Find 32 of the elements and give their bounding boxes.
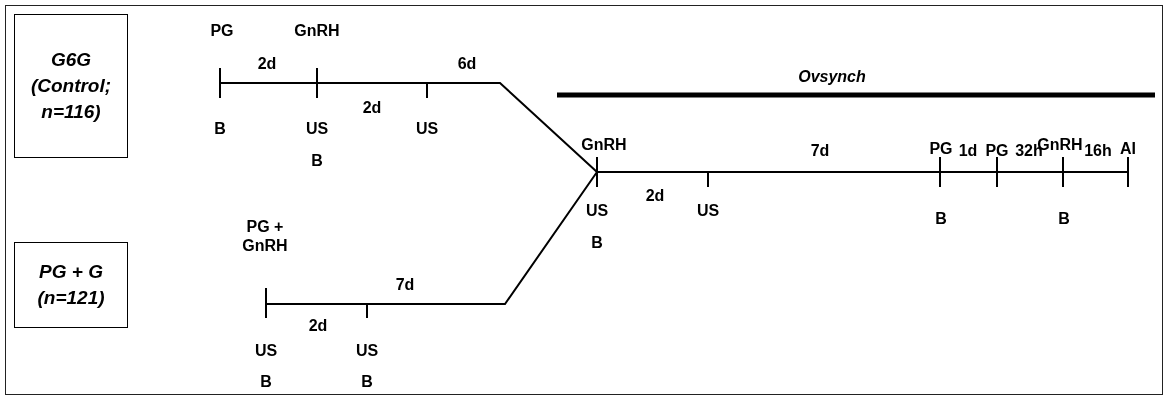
interval-label: 1d — [958, 140, 978, 160]
tick-label: GnRH — [581, 134, 627, 154]
interval-label: 2d — [645, 185, 665, 205]
interval-label: 2d — [257, 53, 277, 73]
tick-label: AI — [1120, 138, 1136, 158]
group-box: PG + G (n=121) — [14, 242, 128, 328]
group-box: G6G (Control; n=116) — [14, 14, 128, 158]
tick-label: PG + GnRH — [242, 217, 288, 255]
tick-label: PG — [985, 140, 1009, 160]
tick-label: B — [361, 371, 373, 391]
tick-label: B — [311, 150, 323, 170]
tick-label: B — [591, 232, 603, 252]
interval-label: 2d — [362, 97, 382, 117]
tick-label: B — [1058, 208, 1070, 228]
tick-label: US — [585, 200, 609, 220]
tick-label: GnRH — [294, 20, 340, 40]
interval-label: 7d — [395, 274, 415, 294]
tick-label: US — [254, 340, 278, 360]
tick-label: B — [260, 371, 272, 391]
interval-label: 16h — [1084, 140, 1112, 160]
interval-label: 6d — [457, 53, 477, 73]
tick-label: B — [214, 118, 226, 138]
tick-label: PG — [929, 138, 953, 158]
tick-label: US — [696, 200, 720, 220]
tick-label: US — [305, 118, 329, 138]
interval-label: 2d — [308, 315, 328, 335]
tick-label: PG — [210, 20, 234, 40]
protocol-label: Ovsynch — [798, 66, 866, 86]
tick-label: B — [935, 208, 947, 228]
tick-label: US — [415, 118, 439, 138]
tick-label: US — [355, 340, 379, 360]
interval-label: 7d — [810, 140, 830, 160]
